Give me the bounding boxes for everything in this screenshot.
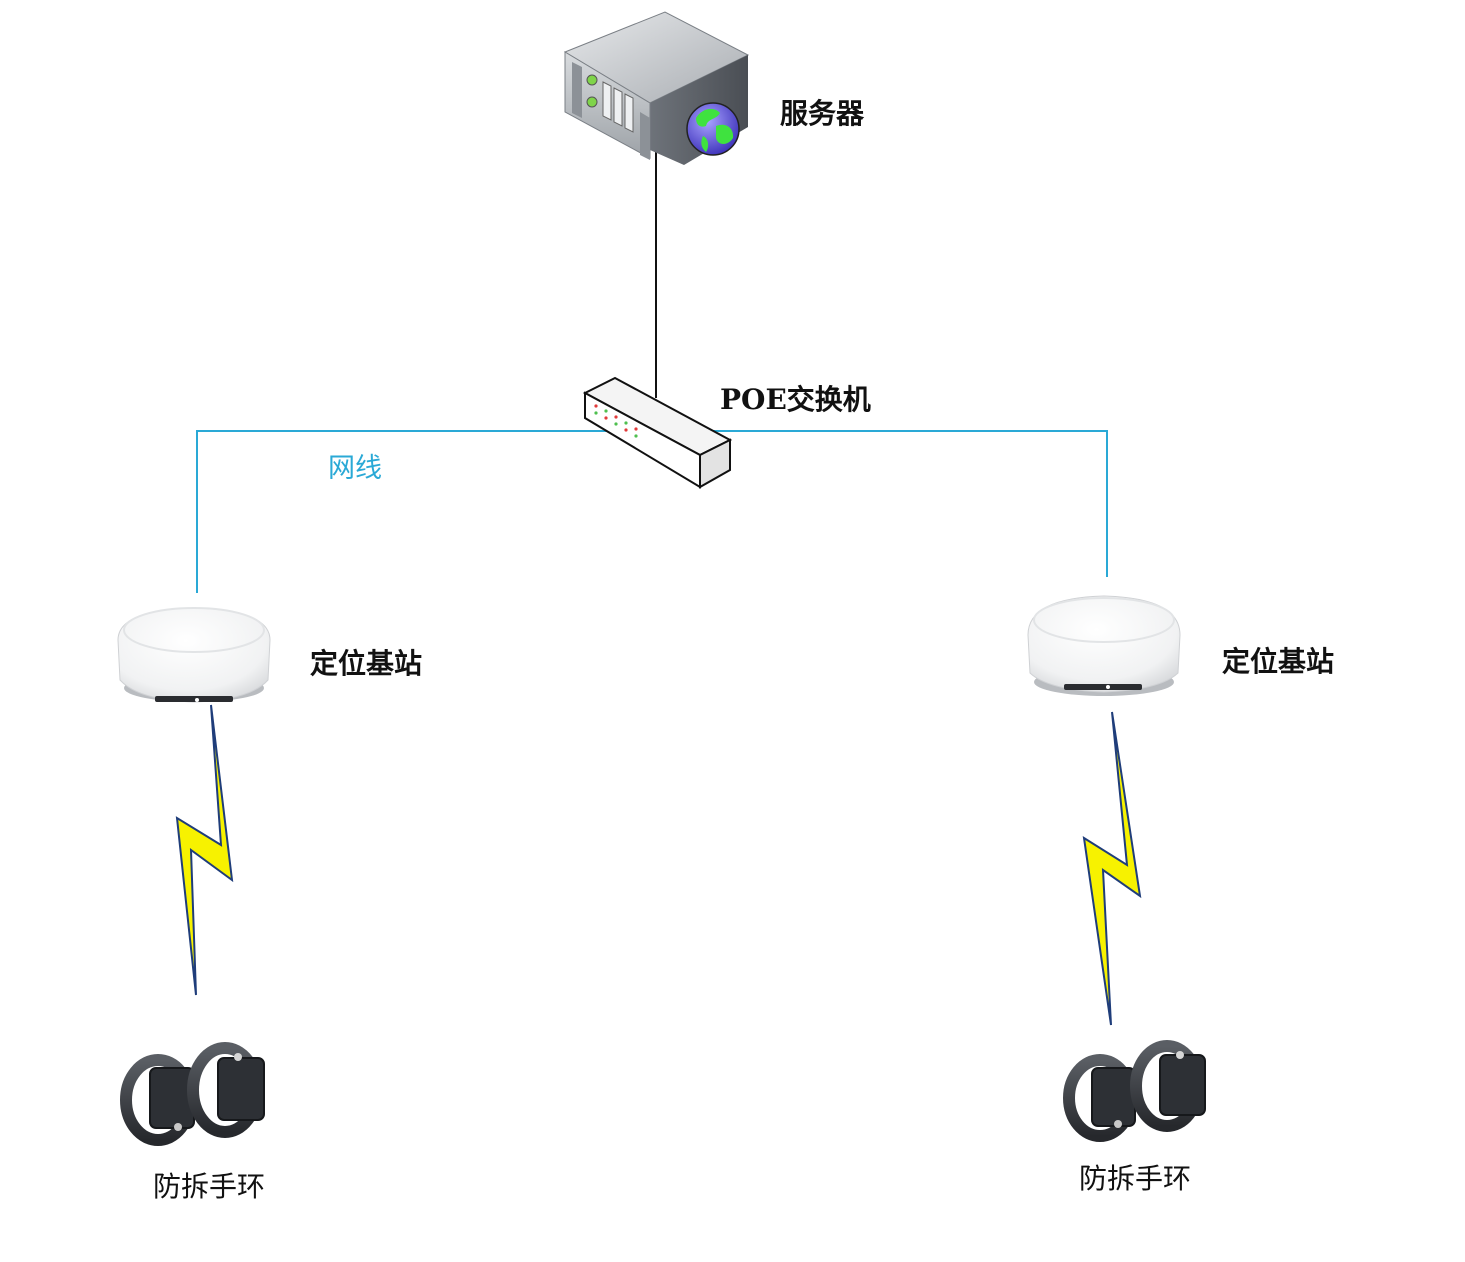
- wristband-right-icon: [1063, 1040, 1206, 1142]
- base-station-right-label: 定位基站: [1222, 645, 1335, 678]
- bracelet-left-label: 防拆手环: [153, 1170, 266, 1203]
- switch-label: POE交换机: [720, 383, 871, 416]
- network-switch-icon: [582, 376, 733, 489]
- wristband-left-icon: [120, 1042, 265, 1146]
- lightning-bolt-left-icon: [175, 704, 234, 996]
- base-station-left-icon: [117, 607, 271, 703]
- network-cable-right: [690, 430, 1108, 577]
- lightning-bolt-right-icon: [1082, 711, 1142, 1026]
- bracelet-right-label: 防拆手环: [1079, 1162, 1192, 1195]
- network-cable-left: [196, 430, 620, 593]
- server-label: 服务器: [780, 97, 865, 130]
- base-station-right-icon: [1027, 595, 1181, 696]
- base-station-left-label: 定位基站: [310, 647, 423, 680]
- cable-label: 网线: [328, 453, 382, 484]
- globe-icon: [686, 102, 740, 156]
